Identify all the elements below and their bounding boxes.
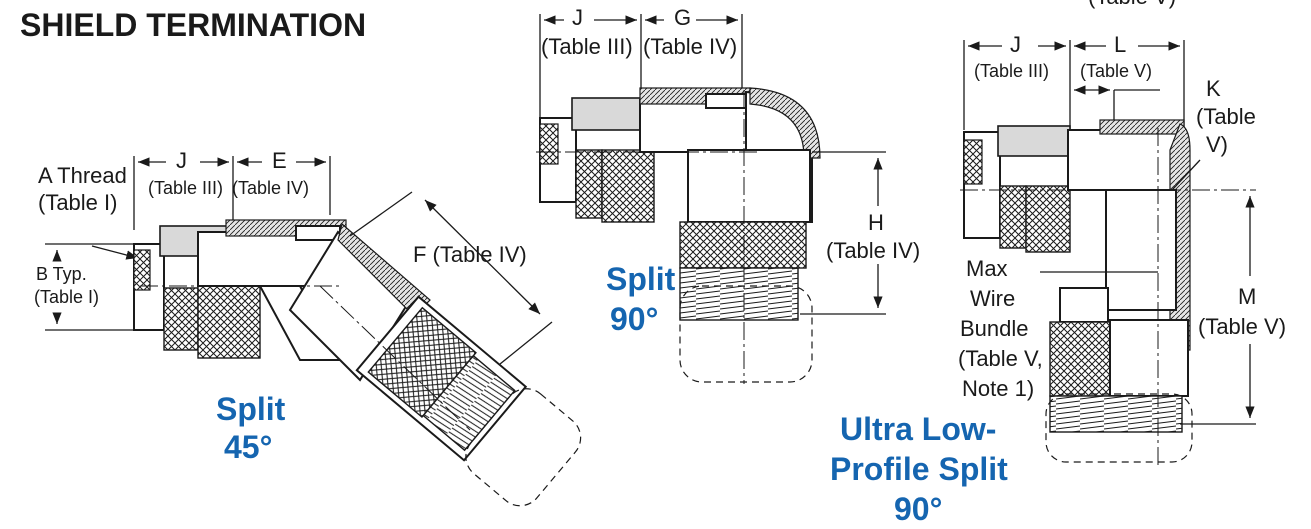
a-thread-table-label: (Table I) [38,190,117,215]
h-table-label: (Table IV) [826,238,920,263]
a-thread-label: A Thread [38,163,127,188]
split-45-drawing [45,156,582,507]
j-table-label: (Table III) [148,178,223,198]
j-letter-right: J [1010,32,1021,57]
l-letter: L [1114,32,1126,57]
ultra-low-profile-drawing [960,40,1256,466]
ulp-caption-line2: Profile Split [830,451,1008,487]
g-letter: G [674,5,691,30]
k-table-label-1: (Table [1196,104,1256,129]
f-table-label: F (Table IV) [413,242,527,267]
j-table-label-right: (Table III) [974,61,1049,81]
wire-bundle-line4: (Table V, [958,346,1043,371]
j-table-label-middle: (Table III) [541,34,633,59]
split-45-caption-line2: 45° [224,429,272,465]
k-letter: K [1206,76,1221,101]
wire-bundle-line5: Note 1) [962,376,1034,401]
split-90-caption-line2: 90° [610,301,658,337]
j-letter-middle: J [572,5,583,30]
ulp-caption-line1: Ultra Low- [840,411,996,447]
j-letter: J [176,148,187,173]
split-90-drawing [536,14,886,384]
h-letter: H [868,210,884,235]
e-table-label: (Table IV) [232,178,309,198]
m-table-label: (Table V) [1198,314,1286,339]
page-title: SHIELD TERMINATION [20,7,366,43]
wire-bundle-line2: Wire [970,286,1015,311]
split-45-caption-line1: Split [216,391,286,427]
g-table-label: (Table IV) [643,34,737,59]
e-letter: E [272,148,287,173]
wire-bundle-line3: Bundle [960,316,1029,341]
k-table-label-2: V) [1206,132,1228,157]
top-right-fragment: (Table V) [1088,0,1176,9]
split-90-caption-line1: Split [606,261,676,297]
b-typ-table-label: (Table I) [34,287,99,307]
wire-bundle-line1: Max [966,256,1008,281]
b-typ-label: B Typ. [36,264,87,284]
l-table-label: (Table V) [1080,61,1152,81]
m-letter: M [1238,284,1256,309]
ulp-caption-line3: 90° [894,491,942,527]
